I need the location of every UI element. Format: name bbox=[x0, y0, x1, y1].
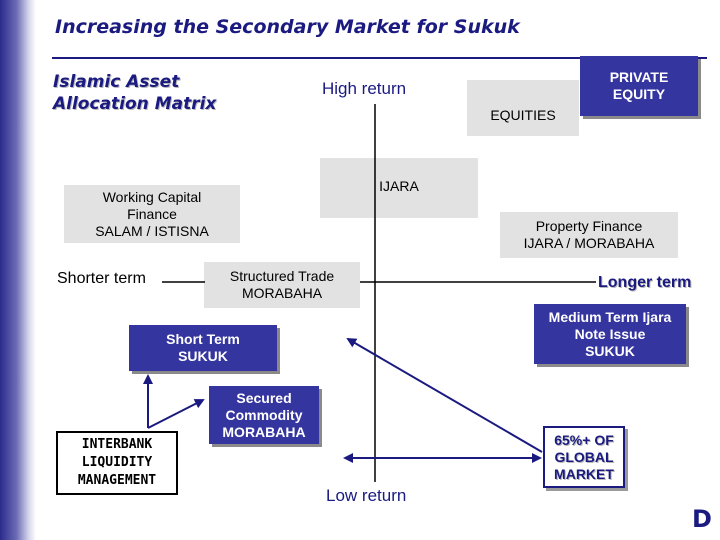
private-equity-box: PRIVATE EQUITY bbox=[580, 56, 698, 116]
company-logo: D bbox=[692, 505, 712, 533]
structured-trade-box: Structured Trade MORABAHA bbox=[204, 262, 360, 308]
title-underline bbox=[52, 57, 707, 59]
axis-label-shorter-term: Shorter term bbox=[57, 270, 146, 287]
ijara-box: IJARA bbox=[320, 158, 478, 218]
secured-commodity-line-3: MORABAHA bbox=[222, 423, 306, 440]
global-market-box: 65%+ OF GLOBAL MARKET bbox=[543, 426, 625, 488]
short-term-sukuk-box: Short Term SUKUK bbox=[129, 325, 277, 371]
short-term-line-1: Short Term bbox=[166, 331, 240, 347]
working-capital-line-2: Finance bbox=[127, 205, 177, 222]
medium-term-line-2: Note Issue bbox=[574, 325, 646, 342]
global-market-line-2: GLOBAL bbox=[554, 449, 614, 465]
secured-commodity-line-2: Commodity bbox=[225, 406, 303, 423]
medium-term-line-3: SUKUK bbox=[585, 342, 635, 359]
diagonal-arrow bbox=[346, 337, 543, 453]
interbank-line-1: INTERBANK bbox=[81, 437, 153, 452]
matrix-title-line-2: Allocation Matrix bbox=[53, 94, 217, 114]
working-capital-line-3: SALAM / ISTISNA bbox=[95, 222, 209, 239]
interbank-line-2: LIQUIDITY bbox=[81, 455, 153, 470]
axis-label-high-return: High return bbox=[322, 79, 407, 98]
medium-term-line-1: Medium Term Ijara bbox=[548, 308, 672, 325]
matrix-title: Islamic Asset Allocation Matrix bbox=[53, 71, 216, 115]
working-capital-line-1: Working Capital bbox=[102, 188, 202, 205]
global-market-line-3: MARKET bbox=[554, 466, 614, 482]
equities-box: EQUITIES bbox=[467, 80, 579, 136]
structured-trade-line-2: MORABAHA bbox=[241, 285, 323, 301]
interbank-liquidity-box: INTERBANK LIQUIDITY MANAGEMENT bbox=[56, 431, 178, 495]
interbank-line-3: MANAGEMENT bbox=[77, 473, 157, 488]
secured-commodity-line-1: Secured bbox=[236, 389, 292, 406]
medium-term-sukuk-box: Medium Term Ijara Note Issue SUKUK bbox=[534, 304, 686, 364]
short-term-line-2: SUKUK bbox=[178, 348, 228, 364]
axis-label-longer-term: Longer term bbox=[598, 274, 692, 291]
private-equity-line-1: PRIVATE bbox=[609, 69, 669, 85]
property-finance-box: Property Finance IJARA / MORABAHA bbox=[500, 212, 678, 258]
structured-trade-line-1: Structured Trade bbox=[229, 268, 335, 284]
arrow-to-secured-commodity bbox=[147, 399, 205, 429]
global-market-line-1: 65%+ OF bbox=[554, 432, 614, 448]
secured-commodity-box: Secured Commodity MORABAHA bbox=[209, 386, 319, 444]
property-finance-line-1: Property Finance bbox=[535, 218, 643, 234]
axis-label-low-return: Low return bbox=[326, 486, 407, 505]
property-finance-line-2: IJARA / MORABAHA bbox=[523, 235, 655, 251]
slide-title: Increasing the Secondary Market for Suku… bbox=[55, 16, 520, 38]
working-capital-box: Working Capital Finance SALAM / ISTISNA bbox=[64, 185, 240, 243]
sidebar-gradient bbox=[0, 0, 36, 540]
matrix-title-line-1: Islamic Asset bbox=[53, 72, 180, 92]
equities-label: EQUITIES bbox=[490, 106, 556, 123]
ijara-label: IJARA bbox=[379, 178, 419, 194]
private-equity-line-2: EQUITY bbox=[612, 86, 666, 102]
